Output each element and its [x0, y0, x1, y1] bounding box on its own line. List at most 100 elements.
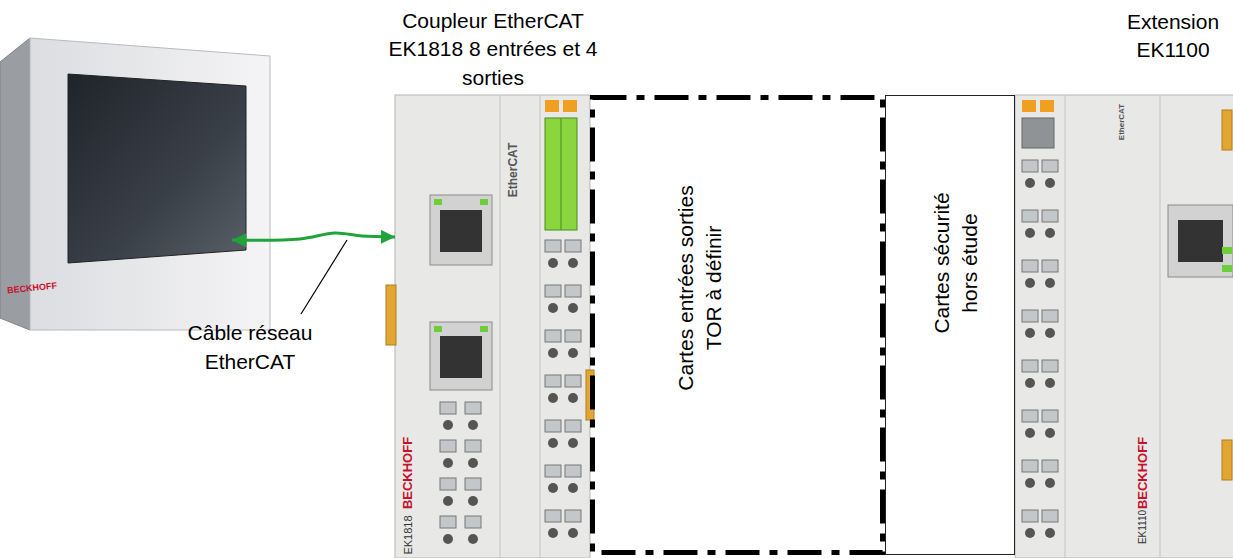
- led-tag: [1040, 100, 1054, 112]
- spring-terminals: [440, 160, 1058, 544]
- housing-seam: [500, 95, 501, 558]
- terminal-release: [1042, 260, 1058, 272]
- terminal-hole: [568, 483, 578, 493]
- leader-line: [301, 240, 347, 314]
- terminal-hole: [468, 420, 478, 430]
- rj45-port: [430, 195, 492, 265]
- terminal-hole: [1025, 528, 1035, 538]
- terminal-hole: [1025, 278, 1035, 288]
- device-heading: Coupleur EtherCAT EK1818 8 entrées et 4 …: [373, 7, 613, 92]
- coupler-body: [395, 95, 590, 558]
- terminal-hole: [1045, 528, 1055, 538]
- bus-logo: EtherCAT: [505, 143, 521, 197]
- terminal-release: [565, 240, 581, 252]
- terminal-hole: [568, 438, 578, 448]
- clip: [386, 285, 396, 345]
- terminal-hole: [443, 420, 453, 430]
- panel-frame: [30, 38, 270, 330]
- terminal-release: [1022, 260, 1038, 272]
- terminal-release: [565, 285, 581, 297]
- terminal-hole: [1045, 428, 1055, 438]
- housing-seam: [1160, 95, 1161, 558]
- panel-pc: BECKHOFF: [0, 35, 232, 330]
- terminal-release: [465, 402, 481, 414]
- terminal-release: [1022, 460, 1038, 472]
- terminal-hole: [1025, 428, 1035, 438]
- terminal-release: [545, 330, 561, 342]
- port-led: [480, 326, 488, 332]
- terminal-release: [545, 375, 561, 387]
- terminal-hole: [443, 534, 453, 544]
- terminal-hole: [1025, 178, 1035, 188]
- device-heading: Extension EK1100: [1118, 8, 1228, 65]
- led-tag: [563, 100, 577, 112]
- terminal-hole: [1045, 478, 1055, 488]
- terminal-hole: [468, 458, 478, 468]
- brand-logo: BECKHOFF: [1134, 437, 1152, 509]
- led-tag: [1022, 100, 1036, 112]
- terminal-release: [1042, 360, 1058, 372]
- terminal-hole: [568, 393, 578, 403]
- port-led: [480, 199, 488, 205]
- terminal-hole: [468, 534, 478, 544]
- bus-logo: EtherCAT: [1117, 104, 1128, 140]
- housing-seam: [540, 95, 541, 558]
- safety-card-zone: Cartes sécurité hors étude: [885, 95, 1015, 555]
- led-grid: [561, 118, 562, 230]
- terminal-hole: [1045, 278, 1055, 288]
- led-block: [1022, 118, 1054, 148]
- terminal-hole: [443, 458, 453, 468]
- terminal-hole: [548, 528, 558, 538]
- rj45-opening: [440, 210, 482, 252]
- terminal-release: [1022, 410, 1038, 422]
- terminal-hole: [1045, 228, 1055, 238]
- terminal-release: [1042, 310, 1058, 322]
- terminal-hole: [1025, 228, 1035, 238]
- terminal-hole: [568, 348, 578, 358]
- terminal-hole: [548, 438, 558, 448]
- dash-dot-outline: [593, 98, 883, 553]
- terminal-release: [565, 420, 581, 432]
- terminal-release: [1042, 160, 1058, 172]
- terminal-hole: [1045, 328, 1055, 338]
- network-cable: [232, 233, 395, 240]
- terminal-release: [1042, 410, 1058, 422]
- terminal-hole: [548, 348, 558, 358]
- terminal-release: [1022, 510, 1038, 522]
- dash-dot-outline: [590, 95, 885, 555]
- terminal-hole: [468, 496, 478, 506]
- terminal-hole: [1045, 378, 1055, 388]
- terminal-release: [1042, 510, 1058, 522]
- terminal-release: [1022, 160, 1038, 172]
- terminal-hole: [443, 496, 453, 506]
- terminal-release: [565, 510, 581, 522]
- terminal-hole: [548, 483, 558, 493]
- model-number: EK1818: [401, 515, 416, 554]
- brand-logo: BECKHOFF: [399, 437, 417, 509]
- terminal-release: [545, 240, 561, 252]
- terminal-release: [1022, 210, 1038, 222]
- terminal-release: [465, 516, 481, 528]
- terminal-hole: [1025, 478, 1035, 488]
- ethercat-extension: Extension EK1100EtherCATBECKHOFFEK1110: [1015, 95, 1233, 558]
- terminal-hole: [548, 303, 558, 313]
- clip: [1222, 440, 1232, 480]
- port-led: [434, 199, 442, 205]
- terminal-release: [440, 402, 456, 414]
- rj45-opening: [440, 336, 482, 378]
- brand-logo: BECKHOFF: [7, 279, 58, 296]
- terminal-release: [465, 478, 481, 490]
- terminal-release: [465, 440, 481, 452]
- zone-label: Cartes entrées sorties TOR à définir: [672, 173, 729, 403]
- terminal-hole: [568, 258, 578, 268]
- terminal-release: [565, 375, 581, 387]
- housing-seam: [1065, 95, 1066, 558]
- clip: [1222, 110, 1232, 150]
- led-block: [545, 118, 577, 230]
- terminal-release: [545, 510, 561, 522]
- terminal-hole: [568, 303, 578, 313]
- terminal-release: [565, 465, 581, 477]
- led-tag: [545, 100, 559, 112]
